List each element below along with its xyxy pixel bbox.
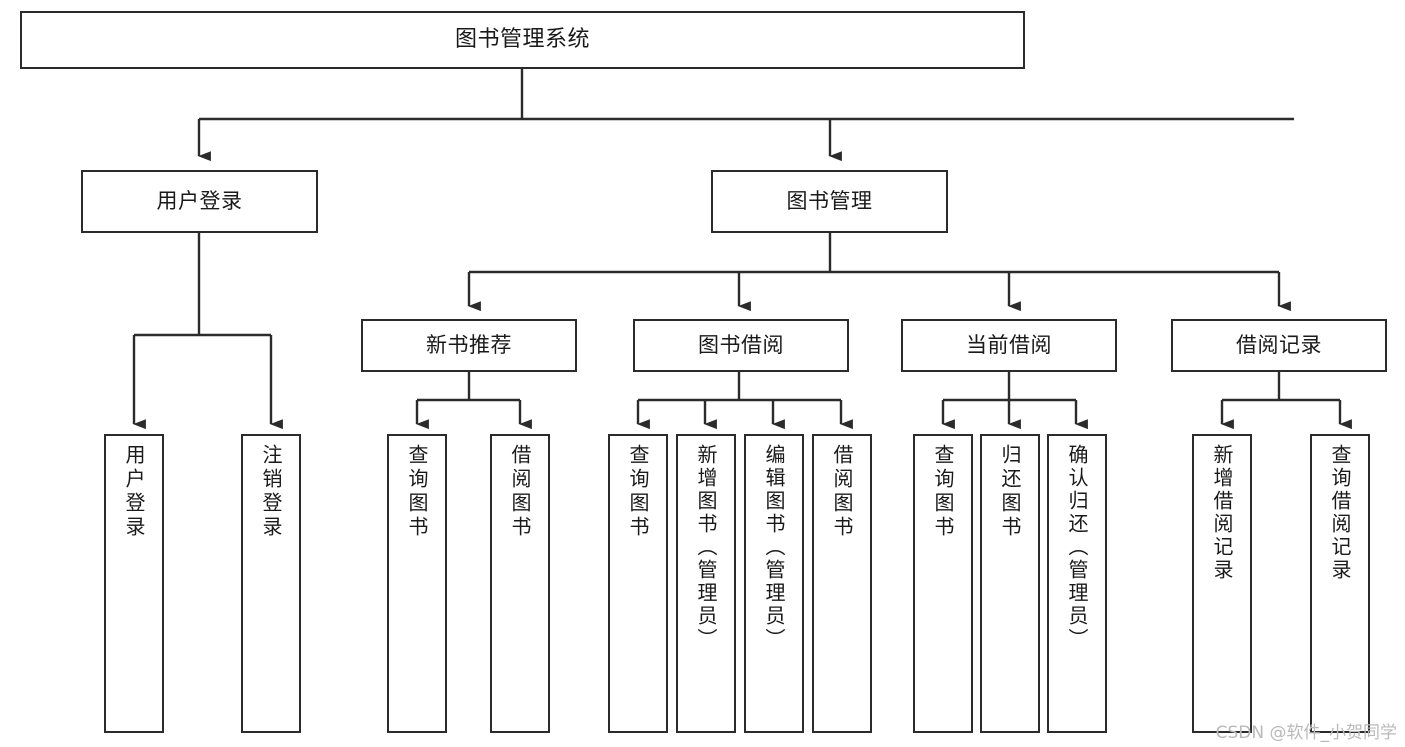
node-label: 图书管理系统 [454, 26, 590, 52]
node-label: 查询图书 [931, 444, 955, 540]
node-label: 确认归还（管理员） [1065, 444, 1089, 651]
node-leaf-edit-book-admin[interactable]: 编辑图书（管理员） [744, 434, 804, 733]
node-label: 查询借阅记录 [1328, 444, 1352, 582]
node-user-login[interactable]: 用户登录 [81, 170, 318, 233]
node-label: 注销登录 [259, 444, 283, 540]
node-current-borrow[interactable]: 当前借阅 [901, 319, 1117, 372]
node-label: 用户登录 [156, 188, 243, 213]
node-label: 用户登录 [122, 444, 146, 540]
node-leaf-search-borrow-record[interactable]: 查询借阅记录 [1310, 434, 1370, 733]
node-leaf-borrow-book[interactable]: 借阅图书 [812, 434, 872, 733]
node-root-system[interactable]: 图书管理系统 [20, 11, 1025, 69]
node-borrow-record[interactable]: 借阅记录 [1171, 319, 1387, 372]
node-new-book-recommend[interactable]: 新书推荐 [361, 319, 577, 372]
node-leaf-search-book-borrow[interactable]: 查询图书 [608, 434, 668, 733]
node-label: 图书借阅 [698, 332, 784, 357]
node-leaf-add-book-admin[interactable]: 新增图书（管理员） [676, 434, 736, 733]
node-book-borrow[interactable]: 图书借阅 [633, 319, 849, 372]
node-label: 归还图书 [998, 444, 1022, 540]
node-label: 查询图书 [626, 444, 650, 540]
node-label: 查询图书 [405, 444, 429, 540]
node-leaf-return-book[interactable]: 归还图书 [980, 434, 1040, 733]
csdn-watermark: CSDN @软件_小贺同学 [1215, 723, 1397, 743]
node-leaf-borrow-book-newbook[interactable]: 借阅图书 [490, 434, 550, 733]
node-leaf-search-book-newbook[interactable]: 查询图书 [387, 434, 447, 733]
node-leaf-add-borrow-record[interactable]: 新增借阅记录 [1192, 434, 1252, 733]
node-book-management[interactable]: 图书管理 [711, 170, 948, 233]
node-label: 借阅记录 [1236, 332, 1322, 357]
node-label: 新书推荐 [426, 332, 512, 357]
node-leaf-logout[interactable]: 注销登录 [241, 434, 301, 733]
node-label: 新增借阅记录 [1210, 444, 1234, 582]
node-label: 借阅图书 [830, 444, 854, 540]
node-leaf-confirm-return-admin[interactable]: 确认归还（管理员） [1047, 434, 1107, 733]
node-leaf-user-login[interactable]: 用户登录 [104, 434, 164, 733]
node-label: 编辑图书（管理员） [762, 444, 786, 651]
node-leaf-search-book-current[interactable]: 查询图书 [913, 434, 973, 733]
node-label: 新增图书（管理员） [694, 444, 718, 651]
node-label: 借阅图书 [508, 444, 532, 540]
node-label: 图书管理 [786, 188, 873, 213]
node-label: 当前借阅 [966, 332, 1052, 357]
